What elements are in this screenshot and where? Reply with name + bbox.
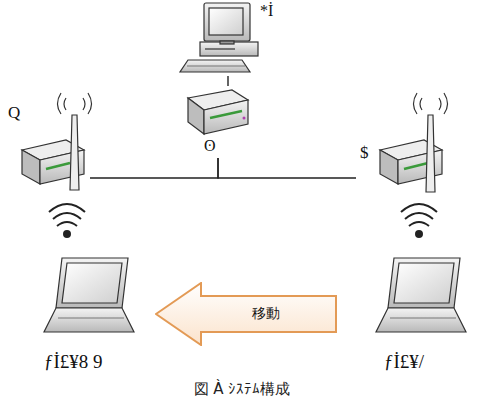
network-wire [218,158,356,178]
device-node: ƒİ£¥8 9 [38,252,148,374]
device-node: *İ [178,0,278,76]
device-node: Q [4,100,90,194]
pc-icon [180,3,258,72]
access-point-icon [22,93,92,190]
figure-caption-box: 図 À ｼｽﾃﾑ構成 [0,380,484,399]
access-point-icon [380,93,448,192]
device-label: *İ [260,2,273,20]
arrow-outline [155,282,337,346]
arrow-label: 移動 [212,306,280,321]
device-node: $ [356,92,448,196]
network-wire [90,158,218,178]
move-arrow: 移動 [155,282,337,346]
wireless-symbol [49,204,437,237]
device-node: ƒİ£¥/ [370,252,480,374]
device-node: ʘ [184,86,252,158]
figure-caption: 図 À ｼｽﾃﾑ構成 [194,380,291,398]
device-label: ƒİ£¥/ [384,352,424,373]
network-wire [227,76,228,86]
device-label: $ [360,144,369,163]
device-label: ƒİ£¥8 9 [44,352,103,373]
router-icon [188,90,248,134]
device-label: ʘ [204,137,216,155]
device-label: Q [8,104,20,123]
